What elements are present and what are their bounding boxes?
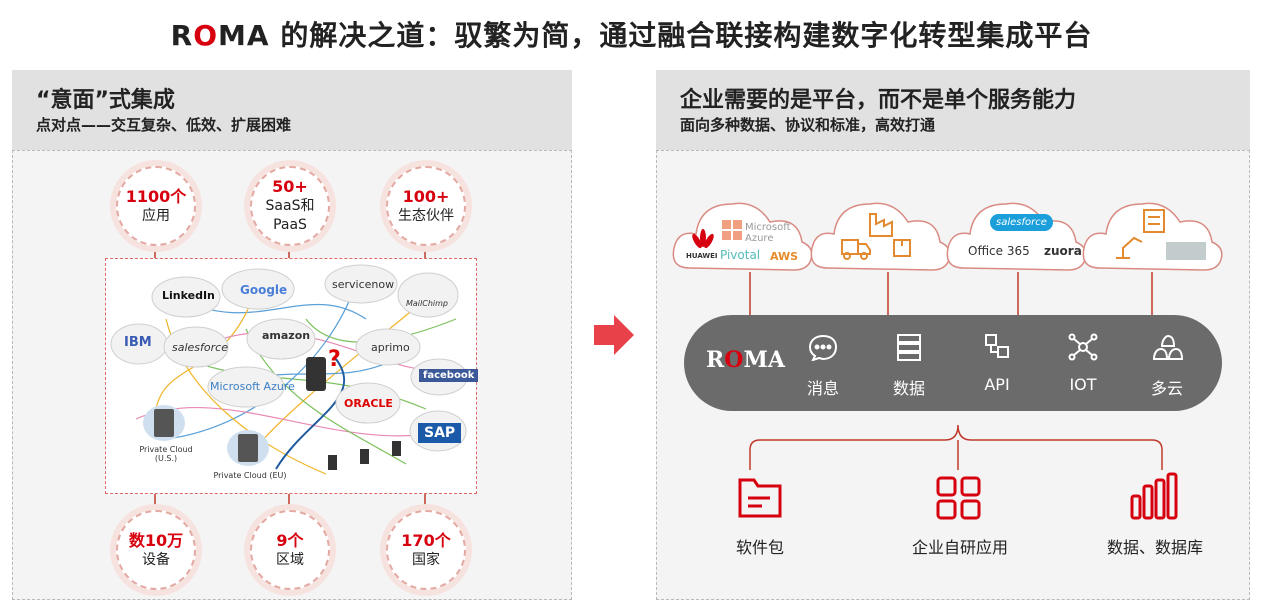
svc-sap: SAP xyxy=(418,423,462,443)
right-heading: 企业需要的是平台，而不是单个服务能力 xyxy=(680,88,1077,113)
left-dashed-frame xyxy=(12,150,572,600)
cloud3-salesforce: salesforce xyxy=(990,214,1053,231)
title-rest: 的解决之道：驭繁为简，通过融合联接构建数字化转型集成平台 xyxy=(269,19,1093,52)
roma-logo-r: R xyxy=(706,347,725,373)
svc-mailchimp: MailChimp xyxy=(406,299,448,308)
roma-logo: ROMA xyxy=(706,347,785,373)
bar-item-multicloud-label: 多云 xyxy=(1150,379,1183,398)
title-ma: MA xyxy=(218,19,270,52)
bottom-label-software: 软件包 xyxy=(735,538,784,557)
right-connectors xyxy=(749,272,1163,470)
bubble-saas-text: SaaS和PaaS xyxy=(265,198,315,233)
bubble-devices-text: 设备 xyxy=(142,551,170,568)
bubble-partners-text: 生态伙伴 xyxy=(398,207,454,224)
bubble-saas: 50+ SaaS和PaaS xyxy=(250,166,330,246)
bottom-label-database: 数据、数据库 xyxy=(1106,538,1203,557)
bubble-regions-value: 9个 xyxy=(276,530,304,550)
phone-small-2 xyxy=(360,449,369,464)
left-subheading: 点对点——交互复杂、低效、扩展困难 xyxy=(36,116,292,134)
bar-item-data: 数据 xyxy=(874,315,944,411)
private-cloud-eu-label: Private Cloud (EU) xyxy=(213,471,287,480)
bubble-partners: 100+ 生态伙伴 xyxy=(386,166,466,246)
bubble-countries-text: 国家 xyxy=(412,551,440,568)
cloud1-pivotal: Pivotal xyxy=(720,248,761,262)
phone-small-3 xyxy=(392,441,401,456)
right-panel-header: 企业需要的是平台，而不是单个服务能力 面向多种数据、协议和标准，高效打通 xyxy=(656,70,1250,150)
roma-platform-bar: ROMA 消息 数据 API IOT 多云 xyxy=(684,315,1222,411)
svc-amazon: amazon xyxy=(262,329,311,342)
bubble-countries-value: 170个 xyxy=(401,530,451,550)
svc-aprimo: aprimo xyxy=(371,341,410,354)
bar-item-data-label: 数据 xyxy=(892,379,925,398)
private-cloud-us-icon xyxy=(143,405,185,441)
api-icon xyxy=(985,334,1009,358)
private-cloud-eu-icon xyxy=(227,430,269,466)
cloud4-icons xyxy=(1116,209,1206,260)
bar-item-iot-label: IOT xyxy=(1069,375,1097,394)
left-heading: “意面”式集成 xyxy=(36,88,175,113)
svc-oracle: ORACLE xyxy=(344,397,393,410)
page-title: ROMA 的解决之道：驭繁为简，通过融合联接构建数字化转型集成平台 xyxy=(0,14,1263,54)
phone-icon xyxy=(306,357,326,391)
bar-item-message: 消息 xyxy=(788,315,858,411)
bubble-regions-text: 区域 xyxy=(276,551,304,568)
bubble-apps: 1100个 应用 xyxy=(116,166,196,246)
iot-icon xyxy=(1068,333,1098,361)
svc-facebook: facebook xyxy=(419,369,479,382)
svc-linkedin: LinkedIn xyxy=(162,289,215,302)
bar-item-multicloud: 多云 xyxy=(1132,315,1202,411)
bar-item-api-label: API xyxy=(984,375,1010,394)
roma-logo-o: O xyxy=(724,347,744,373)
cloud3-office: Office 365 xyxy=(968,244,1030,258)
transition-arrow-icon xyxy=(594,315,634,355)
cloud1-aws: AWS xyxy=(770,250,799,263)
right-subheading: 面向多种数据、协议和标准，高效打通 xyxy=(680,116,936,134)
database-bars-icon xyxy=(1130,472,1178,520)
database-icon xyxy=(897,334,921,361)
title-r: R xyxy=(170,19,194,52)
bubble-apps-text: 应用 xyxy=(142,207,170,224)
svc-ibm: IBM xyxy=(124,335,152,350)
bubble-saas-value: 50+ xyxy=(272,177,308,196)
cloud1-azure: Microsoft Azure xyxy=(745,222,791,244)
bubble-regions: 9个 区域 xyxy=(250,510,330,590)
bubble-devices: 数10万 设备 xyxy=(116,510,196,590)
question-mark: ? xyxy=(328,347,341,372)
cloud2-icons xyxy=(841,213,911,260)
software-package-icon xyxy=(738,478,782,518)
bubble-countries: 170个 国家 xyxy=(386,510,466,590)
bottom-label-enterprise-app: 企业自研应用 xyxy=(911,538,1008,557)
left-panel-header: “意面”式集成 点对点——交互复杂、低效、扩展困难 xyxy=(12,70,572,150)
svc-google: Google xyxy=(240,283,288,297)
title-o: O xyxy=(193,19,219,52)
svc-servicenow: servicenow xyxy=(332,278,395,291)
bubble-partners-value: 100+ xyxy=(402,186,450,206)
phone-small-1 xyxy=(328,455,337,470)
multicloud-icon xyxy=(1152,334,1184,360)
bubble-devices-value: 数10万 xyxy=(128,530,184,550)
ms-logo-icon xyxy=(722,220,742,240)
spaghetti-diagram: LinkedIn Google servicenow MailChimp IBM… xyxy=(105,258,479,494)
svc-microsoft-azure: Microsoft Azure xyxy=(210,380,295,393)
bar-item-message-label: 消息 xyxy=(806,379,839,398)
enterprise-app-icon xyxy=(936,476,981,520)
cloud1-huawei: HUAWEI xyxy=(686,252,718,260)
roma-logo-ma: MA xyxy=(743,347,785,373)
message-icon xyxy=(808,334,838,361)
private-cloud-us-label: Private Cloud (U.S.) xyxy=(139,445,193,463)
bar-item-api: API xyxy=(962,315,1032,411)
svc-salesforce: salesforce xyxy=(172,341,228,354)
right-dashed-frame xyxy=(656,150,1250,600)
cloud3-zuora: zuora xyxy=(1044,244,1082,258)
bar-item-iot: IOT xyxy=(1048,315,1118,411)
huawei-logo-icon xyxy=(692,229,714,249)
bubble-apps-value: 1100个 xyxy=(125,186,187,206)
